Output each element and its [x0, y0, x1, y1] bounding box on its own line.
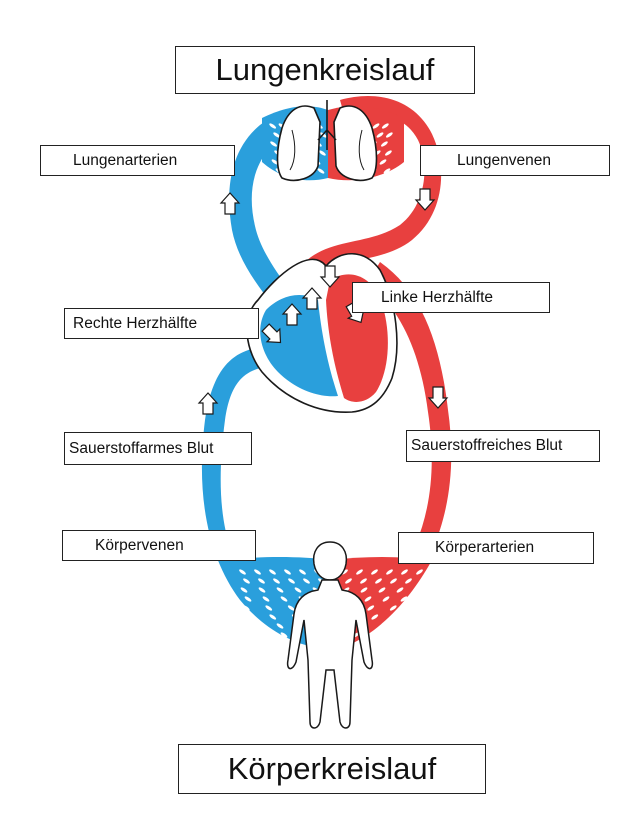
pulmonary-arteries-label: Lungenarterien: [40, 145, 235, 176]
deoxygenated-blood-label: Sauerstoffarmes Blut: [64, 432, 252, 465]
flow-arrow-icon: [319, 265, 341, 288]
pulmonary-artery-vessel: [229, 112, 318, 340]
lungs-icon: [276, 100, 378, 182]
systemic-circuit-title: Körperkreislauf: [178, 744, 486, 794]
flow-arrow-icon: [301, 287, 323, 310]
flow-arrow-icon: [281, 303, 303, 326]
flow-arrows: [197, 188, 449, 415]
body-arteries-label: Körperarterien: [398, 532, 594, 564]
flow-arrow-icon: [427, 386, 449, 409]
left-heart-label: Linke Herzhälfte: [352, 282, 550, 313]
oxygenated-blood-label: Sauerstoffreiches Blut: [406, 430, 600, 462]
flow-arrow-icon: [261, 323, 282, 344]
pulmonary-circuit-title: Lungenkreislauf: [175, 46, 475, 94]
right-heart-label: Rechte Herzhälfte: [64, 308, 259, 339]
flow-arrow-icon: [219, 192, 241, 215]
pulmonary-veins-label: Lungenvenen: [420, 145, 610, 176]
body-veins-label: Körpervenen: [62, 530, 256, 561]
human-silhouette-icon: [286, 541, 374, 729]
flow-arrow-icon: [414, 188, 436, 211]
deoxygenated-systemic-vessel: [201, 346, 320, 648]
flow-arrow-icon: [197, 392, 219, 415]
